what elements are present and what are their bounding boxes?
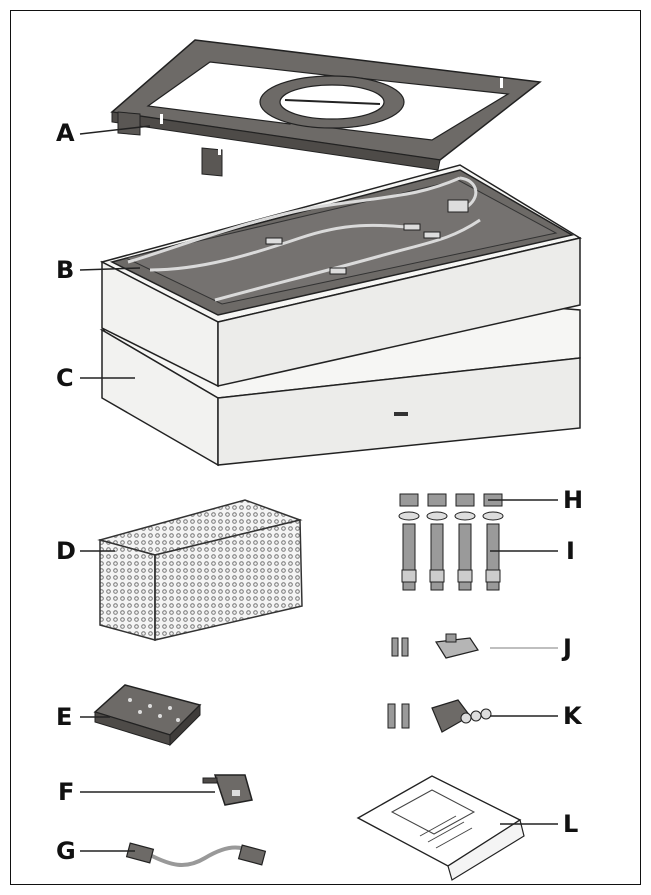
cable-g — [125, 842, 267, 867]
leader-lines — [79, 125, 558, 852]
callout-h: H — [563, 486, 584, 514]
anchor-bolts-hi — [398, 493, 504, 591]
callout-f: F — [58, 778, 75, 806]
callout-a: A — [56, 119, 75, 147]
callout-k: K — [563, 702, 582, 730]
figure-frame — [10, 10, 641, 885]
callout-c: C — [56, 364, 74, 392]
screws-terminal-k — [387, 699, 492, 733]
upper-housing-b — [99, 164, 582, 388]
callout-d: D — [56, 537, 76, 565]
callout-g: G — [56, 837, 76, 865]
screws-connector-j — [391, 633, 479, 659]
power-adapter-f — [202, 774, 253, 806]
callout-e: E — [56, 703, 73, 731]
mounting-plate-a — [110, 39, 542, 177]
callout-j: J — [563, 634, 572, 662]
manual-l — [356, 775, 525, 881]
callout-i: I — [566, 537, 575, 565]
mesh-filter-d — [97, 499, 303, 641]
callout-l: L — [563, 810, 579, 838]
callout-b: B — [56, 256, 75, 284]
control-unit-e — [93, 684, 202, 747]
